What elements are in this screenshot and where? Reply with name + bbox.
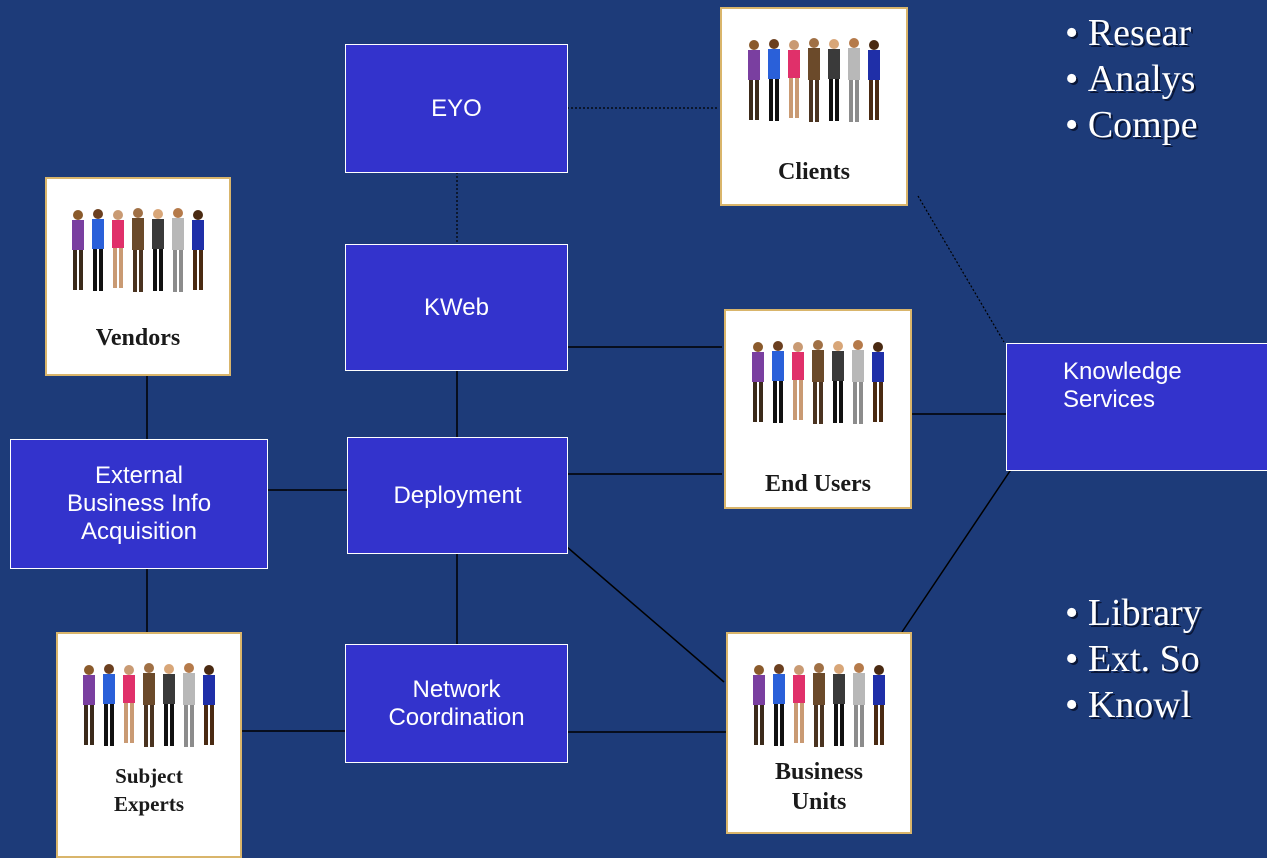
bullet-item: Resear	[1065, 10, 1198, 56]
node-eyo: EYO	[345, 44, 568, 173]
group-vendors: Vendors	[45, 177, 231, 376]
line-businessunits-knowledge	[901, 464, 1015, 633]
group-label-vendors: Vendors	[95, 325, 181, 351]
people-icon	[744, 37, 884, 132]
people-icon	[748, 339, 888, 434]
node-kweb: KWeb	[345, 244, 568, 371]
line-clients-knowledge	[917, 195, 1005, 343]
node-deployment: Deployment	[347, 437, 568, 554]
group-label-end-users: End Users	[764, 471, 872, 497]
bullet-list-top: Resear Analys Compe	[1065, 10, 1198, 148]
people-icon	[79, 662, 219, 757]
bullet-item: Knowl	[1065, 682, 1202, 728]
node-external-business-info-acquisition: External Business Info Acquisition	[10, 439, 268, 569]
group-label-business-units: Business Units	[774, 759, 864, 815]
group-subject-experts: Subject Experts	[56, 632, 242, 858]
group-clients: Clients	[720, 7, 908, 206]
group-label-clients: Clients	[778, 159, 850, 185]
bullet-item: Compe	[1065, 102, 1198, 148]
line-deployment-businessunits	[566, 546, 725, 683]
bullet-item: Analys	[1065, 56, 1198, 102]
bullet-list-bottom: Library Ext. So Knowl	[1065, 590, 1202, 728]
people-icon	[749, 662, 889, 757]
bullet-item: Ext. So	[1065, 636, 1202, 682]
group-label-subject-experts: Subject Experts	[114, 764, 184, 816]
people-icon	[68, 207, 208, 302]
group-end-users: End Users	[724, 309, 912, 509]
node-knowledge-services: Knowledge Services	[1006, 343, 1267, 471]
group-business-units: Business Units	[726, 632, 912, 834]
node-network-coordination: Network Coordination	[345, 644, 568, 763]
bullet-item: Library	[1065, 590, 1202, 636]
